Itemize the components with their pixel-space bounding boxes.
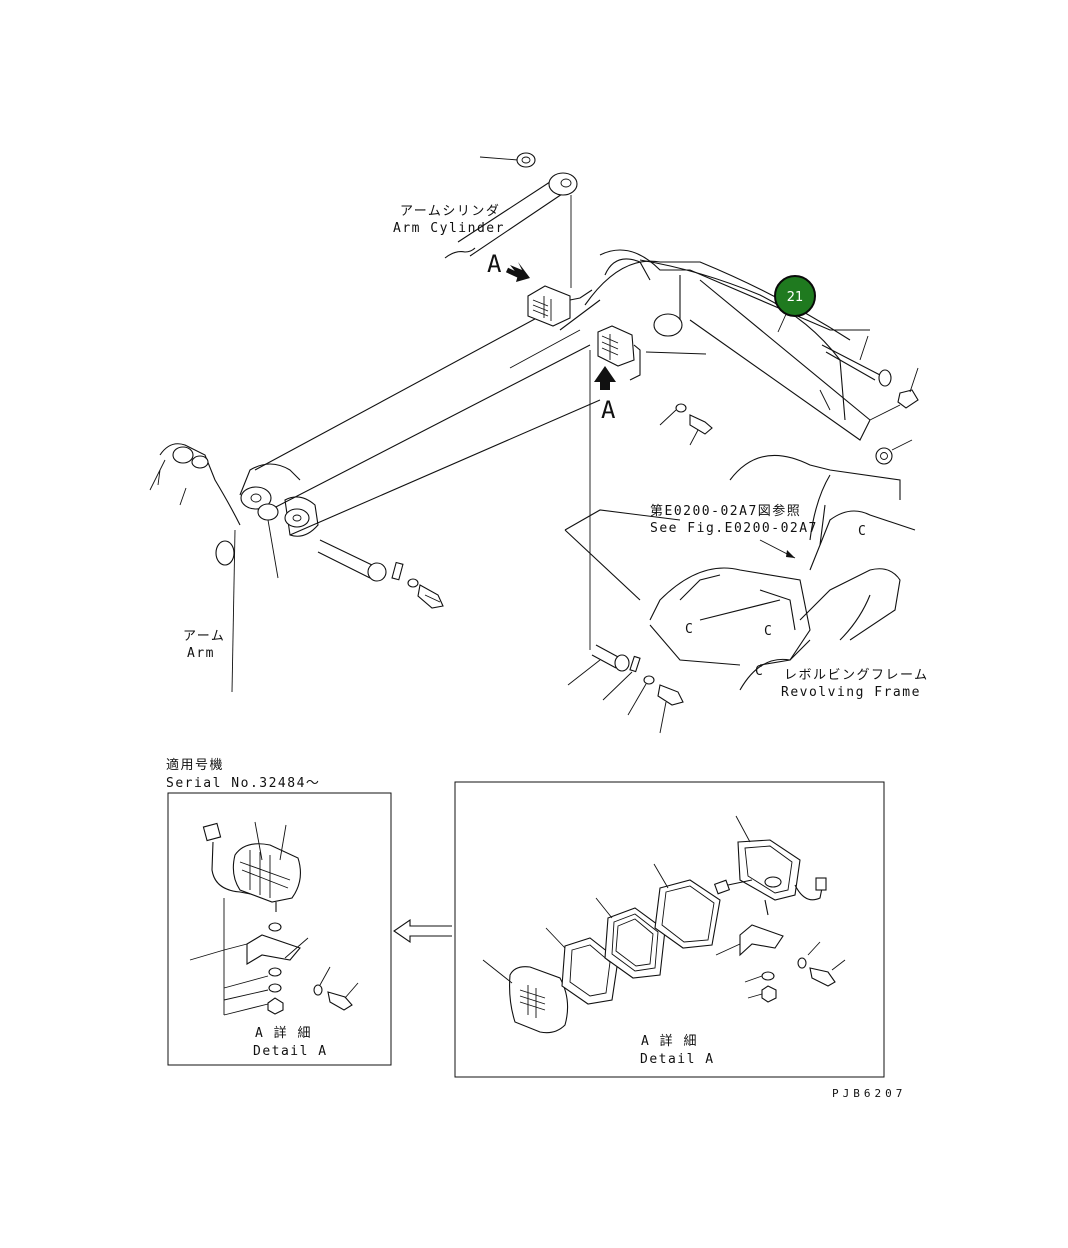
view-a-label-2: A [601, 396, 616, 424]
serial-label-en: Serial No.32484～ [166, 776, 320, 791]
view-a-arrow-1 [505, 262, 530, 282]
arm-structure [149, 299, 601, 693]
leader-lines [759, 311, 796, 559]
detail-right-label-jp: A 詳 細 [641, 1033, 698, 1049]
revolving-frame-label-en: Revolving Frame [781, 685, 921, 700]
view-a-arrow-2 [594, 366, 616, 390]
arm-cylinder-label-en: Arm Cylinder [393, 221, 505, 236]
serial-label-jp: 適用号機 [166, 757, 224, 773]
detail-left-label-jp: A 詳 細 [255, 1025, 312, 1041]
view-a-label-1: A [487, 250, 502, 278]
arm-cylinder-assembly [444, 152, 578, 288]
frame-pin-hardware [567, 644, 684, 734]
boom-bolts [659, 335, 919, 446]
arm-label-jp: アーム [183, 629, 225, 644]
detail-a-right-box [454, 781, 885, 1078]
svg-text:C: C [685, 622, 694, 637]
revolving-frame-label-jp: レボルビングフレーム [784, 668, 929, 683]
replaces-arrow [393, 918, 452, 944]
reference-label-jp: 第E0200-02A7図参照 [650, 503, 801, 519]
detail-left-label-en: Detail A [253, 1044, 328, 1059]
arm-label-en: Arm [187, 646, 215, 661]
lamp-on-boom [589, 325, 707, 650]
arm-pin-hardware [317, 539, 444, 609]
callout-21-number: 21 [787, 290, 804, 305]
arm-cylinder-label-jp: アームシリンダ [400, 204, 500, 219]
detail-right-label-en: Detail A [640, 1052, 715, 1067]
figure-code: PJB6207 [832, 1087, 906, 1100]
svg-text:C: C [755, 664, 764, 679]
boom-structure [559, 249, 913, 465]
reference-label-en: See Fig.E0200-02A7 [650, 521, 818, 536]
detail-a-left-box [167, 792, 392, 1066]
callout-21[interactable]: 21 [774, 275, 816, 317]
revolving-frame: C C C C [564, 454, 916, 691]
svg-text:C: C [858, 524, 867, 539]
svg-text:C: C [764, 624, 773, 639]
lamp-on-arm [527, 285, 593, 327]
